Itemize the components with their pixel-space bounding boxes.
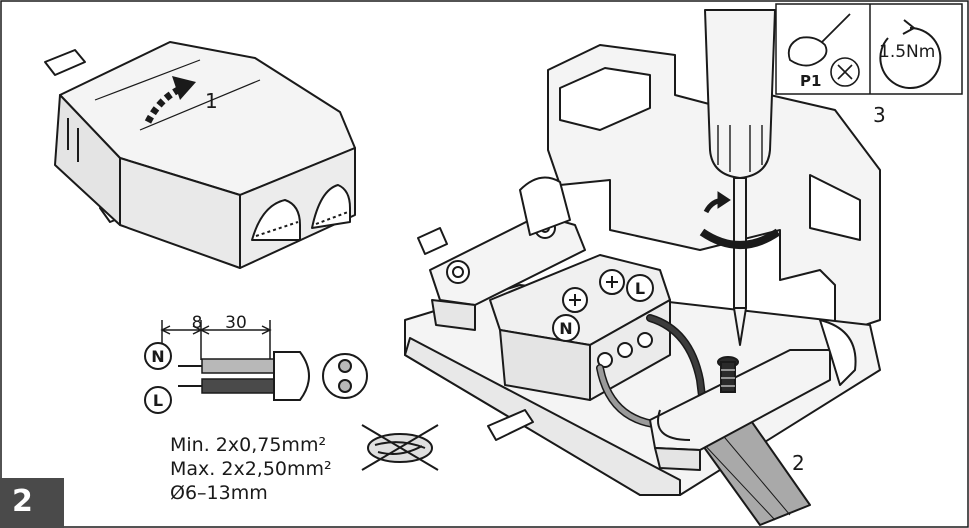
step-2-label: 2 <box>792 451 805 475</box>
spec-min: Min. 2x0,75mm² <box>170 434 327 456</box>
wire-strip-diagram: 8 30 N <box>144 313 368 414</box>
terminal-l-label: L <box>626 274 654 302</box>
terminal-n-text: N <box>559 319 572 338</box>
spec-diameter: Ø6–13mm <box>170 482 268 504</box>
cable-clamp-lower <box>649 319 857 471</box>
dimension-lines <box>160 320 272 360</box>
torque-arrow-icon <box>879 19 942 89</box>
screwdriver-icon <box>787 13 851 67</box>
cable-cross-section <box>322 353 368 399</box>
tool-box <box>775 3 963 95</box>
live-conductor <box>201 378 275 394</box>
closed-housing <box>44 41 356 269</box>
wire-n-label: N <box>144 342 172 370</box>
neutral-conductor <box>201 358 275 374</box>
strip-length-label: 8 <box>192 313 203 333</box>
step-3-label: 3 <box>873 103 886 127</box>
cable-clamp-upper <box>429 176 586 331</box>
wire-l-text: L <box>153 391 163 410</box>
clamp-screw <box>717 356 739 393</box>
cable-sheath-end <box>273 351 310 401</box>
spec-max: Max. 2x2,50mm² <box>170 458 332 480</box>
prohibited-wire-icon <box>361 424 439 471</box>
step-number-badge: 2 <box>0 478 64 528</box>
step-1-label: 1 <box>205 89 218 113</box>
rotation-arrow-icon <box>699 191 781 249</box>
step-number-text: 2 <box>12 484 33 519</box>
terminal-n-label: N <box>552 314 580 342</box>
screwdriver-type-label: P1 <box>800 72 821 90</box>
open-arrow-icon <box>144 76 196 124</box>
wire-l-label: L <box>144 386 172 414</box>
bare-conductor-ends <box>178 365 202 387</box>
sheath-length-label: 30 <box>225 313 247 333</box>
terminal-l-text: L <box>635 279 645 298</box>
wire-n-text: N <box>151 347 164 366</box>
phillips-head-icon <box>830 57 860 87</box>
terminal-block <box>489 254 671 401</box>
torque-label: 1.5Nm <box>879 42 935 62</box>
